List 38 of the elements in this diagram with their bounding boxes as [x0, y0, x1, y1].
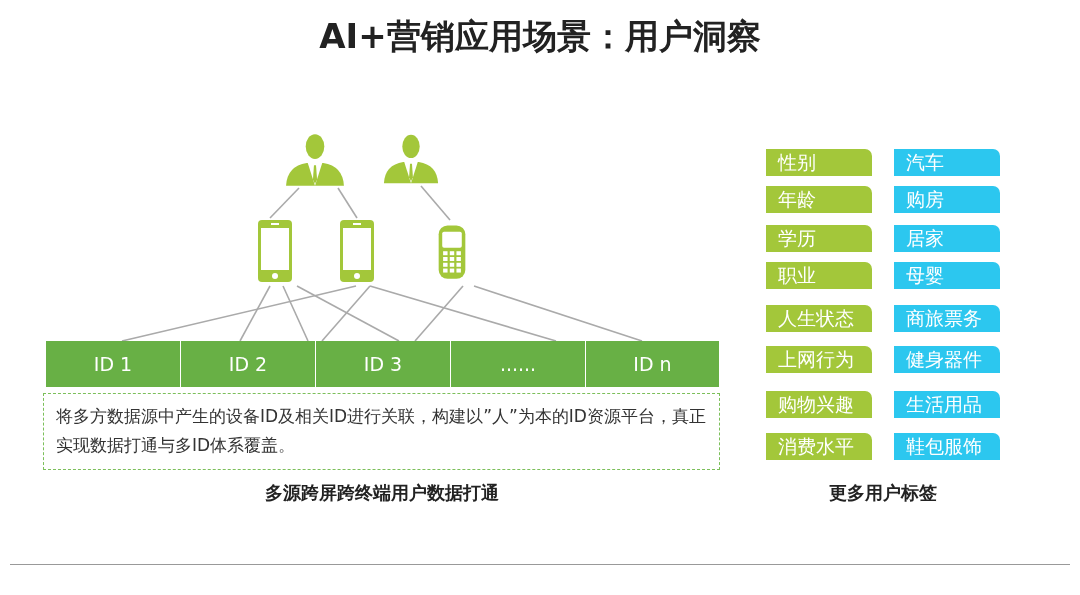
connector-line — [239, 285, 271, 342]
connector-line — [269, 187, 300, 219]
tag-box: 商旅票务 — [894, 305, 1000, 332]
id-box: ID 3 — [316, 341, 450, 387]
id-box: ID 2 — [181, 341, 315, 387]
tag-box: 生活用品 — [894, 391, 1000, 418]
connector-line — [473, 285, 643, 342]
connector-line — [121, 285, 357, 342]
connector-line — [282, 285, 309, 342]
connector-line — [321, 285, 371, 342]
tag-box: 上网行为 — [766, 346, 872, 373]
tag-box: 职业 — [766, 262, 872, 289]
tag-box: 购物兴趣 — [766, 391, 872, 418]
id-box: ID n — [586, 341, 719, 387]
person-icon — [284, 132, 346, 188]
caption: 更多用户标签 — [828, 481, 938, 505]
tag-box: 性别 — [766, 149, 872, 176]
tag-box: 学历 — [766, 225, 872, 252]
tag-box: 消费水平 — [766, 433, 872, 460]
caption: 多源跨屏跨终端用户数据打通 — [263, 481, 500, 505]
connector-line — [337, 187, 358, 219]
description-box: 将多方数据源中产生的设备ID及相关ID进行关联，构建以”人”为本的ID资源平台，真正实现数据打通与多ID体系覆盖。 — [43, 393, 720, 470]
tag-box: 汽车 — [894, 149, 1000, 176]
connector-line — [420, 185, 451, 221]
tag-box: 居家 — [894, 225, 1000, 252]
tag-box: 年龄 — [766, 186, 872, 213]
connector-line — [414, 285, 464, 342]
tag-box: 母婴 — [894, 262, 1000, 289]
tag-box: 购房 — [894, 186, 1000, 213]
title: AI+营销应用场景：用户洞察 — [318, 15, 762, 58]
tag-box: 健身器件 — [894, 346, 1000, 373]
connector-line — [296, 285, 400, 342]
connector-line — [369, 285, 557, 342]
id-box: ID 1 — [46, 341, 180, 387]
tag-box: 鞋包服饰 — [894, 433, 1000, 460]
id-box: ...... — [451, 341, 585, 387]
person-icon — [382, 132, 440, 186]
tag-box: 人生状态 — [766, 305, 872, 332]
